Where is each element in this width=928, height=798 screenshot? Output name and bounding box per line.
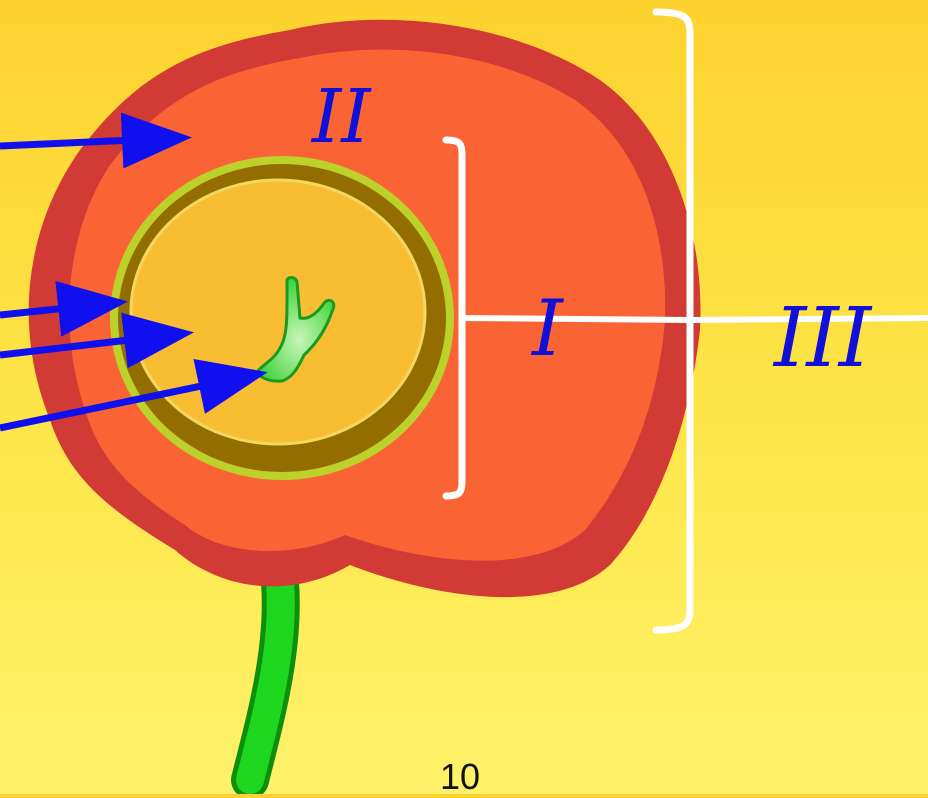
fruit-stalk — [231, 563, 300, 794]
label-seed: I — [532, 284, 563, 374]
arrow-right-icon — [0, 359, 268, 432]
endosperm — [129, 178, 427, 446]
label-pericarp: II — [312, 74, 371, 160]
bracket-right-icon — [652, 8, 928, 634]
arrow-right-icon — [0, 281, 128, 337]
arrow-right-icon — [0, 312, 194, 369]
pointer-arrows — [0, 112, 268, 432]
label-fruit: III — [774, 291, 872, 386]
page-number: 10 — [440, 756, 481, 797]
bracket-right-icon — [442, 136, 691, 500]
embryo — [255, 276, 336, 383]
arrow-right-icon — [0, 112, 192, 169]
